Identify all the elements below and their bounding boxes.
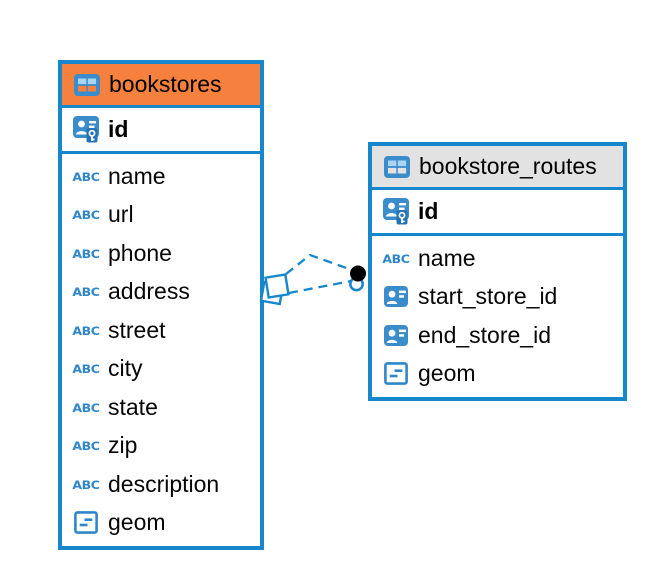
pk-row-bookstores[interactable]: id <box>62 108 260 154</box>
column-list-bookstores: ABC name ABC url ABC phone ABC address A… <box>62 154 260 546</box>
relationship-source-marker <box>259 273 290 306</box>
table-bookstores-header[interactable]: bookstores <box>62 64 260 108</box>
column-name: geom <box>418 360 476 387</box>
column-row-address[interactable]: ABC address <box>62 273 260 312</box>
column-name: description <box>108 470 220 497</box>
column-name: street <box>108 316 166 343</box>
column-name: phone <box>108 239 172 266</box>
column-row-state[interactable]: ABC state <box>62 388 260 427</box>
text-type-icon: ABC <box>72 284 100 299</box>
table-bookstore-routes-header[interactable]: bookstore_routes <box>372 146 623 190</box>
text-type-icon: ABC <box>72 477 100 492</box>
text-type-icon: ABC <box>72 361 100 376</box>
text-type-icon: ABC <box>72 323 100 338</box>
table-bookstore-routes[interactable]: bookstore_routes id ABC <box>368 142 627 401</box>
column-row-city[interactable]: ABC city <box>62 350 260 389</box>
column-name: address <box>108 278 190 305</box>
text-type-icon: ABC <box>382 251 410 266</box>
column-row-description[interactable]: ABC description <box>62 465 260 504</box>
reference-id-icon <box>381 286 411 308</box>
table-icon <box>382 155 412 178</box>
reference-id-icon <box>381 324 411 346</box>
column-name: end_store_id <box>418 321 551 348</box>
column-row-start-store-id[interactable]: start_store_id <box>372 278 623 317</box>
pk-name: id <box>418 198 439 224</box>
table-icon <box>72 73 102 96</box>
column-name: name <box>108 162 166 189</box>
column-row-street[interactable]: ABC street <box>62 311 260 350</box>
text-type-icon: ABC <box>72 438 100 453</box>
column-name: city <box>108 355 143 382</box>
text-type-icon: ABC <box>72 169 100 184</box>
column-row-end-store-id[interactable]: end_store_id <box>372 316 623 355</box>
column-row-name[interactable]: ABC name <box>62 157 260 196</box>
column-row-name[interactable]: ABC name <box>372 239 623 278</box>
relationship-target-marker <box>348 265 366 292</box>
text-type-icon: ABC <box>72 246 100 261</box>
table-name: bookstores <box>109 71 222 97</box>
table-name: bookstore_routes <box>419 153 597 179</box>
column-row-phone[interactable]: ABC phone <box>62 234 260 273</box>
column-row-geom[interactable]: geom <box>62 504 260 543</box>
pk-name: id <box>108 116 129 142</box>
pk-row-bookstore-routes[interactable]: id <box>372 190 623 236</box>
primary-key-icon <box>71 116 101 143</box>
geometry-type-icon <box>71 511 101 535</box>
text-type-icon: ABC <box>72 207 100 222</box>
column-name: name <box>418 244 476 271</box>
relationship-line-upper[interactable] <box>285 253 353 275</box>
column-row-zip[interactable]: ABC zip <box>62 427 260 466</box>
column-row-url[interactable]: ABC url <box>62 196 260 235</box>
column-name: zip <box>108 432 138 459</box>
column-row-geom[interactable]: geom <box>372 355 623 394</box>
column-name: state <box>108 393 158 420</box>
table-bookstores[interactable]: bookstores id ABC <box>58 60 264 550</box>
text-type-icon: ABC <box>72 400 100 415</box>
relationship-line-lower[interactable] <box>288 279 352 295</box>
geometry-type-icon <box>381 362 411 386</box>
column-name: url <box>108 201 134 228</box>
column-list-bookstore-routes: ABC name start_store_id <box>372 236 623 397</box>
column-name: start_store_id <box>418 283 558 310</box>
column-name: geom <box>108 509 166 536</box>
primary-key-icon <box>381 198 411 225</box>
